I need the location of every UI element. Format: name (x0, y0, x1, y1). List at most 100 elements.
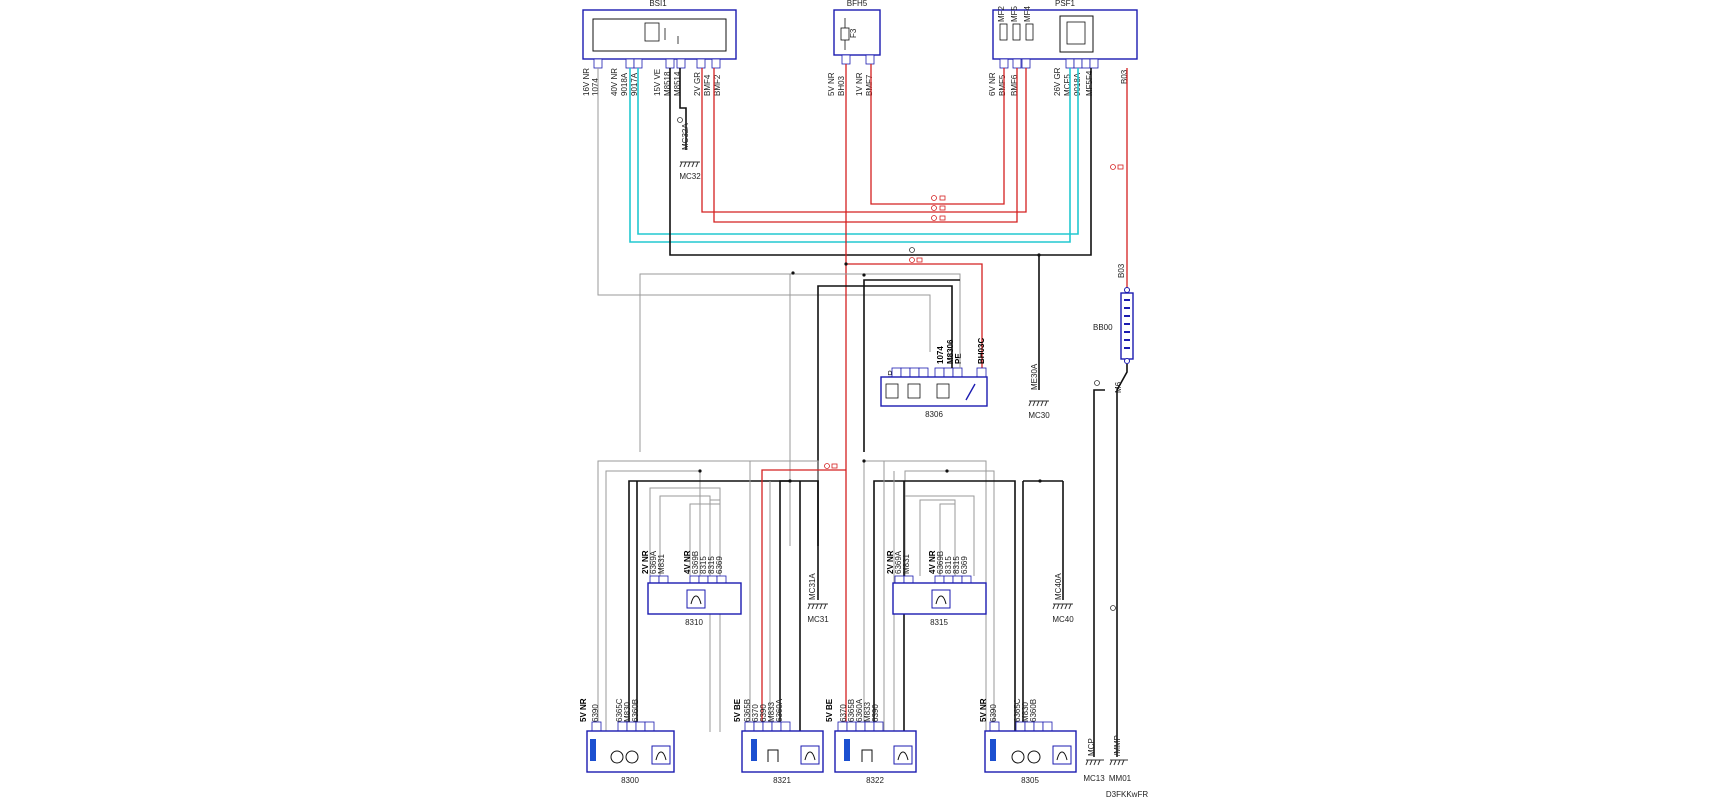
wire-6369b-8315: 6369B (936, 551, 945, 574)
psf1-mf2: MF2 (997, 5, 1006, 22)
wire-6360b-8305: 6360B (1029, 699, 1038, 722)
wire-m8518: M8518 (663, 71, 672, 96)
wiring-8306 (639, 273, 961, 546)
wire-1074-top: 1074 (591, 78, 600, 96)
wire-6365c-8300: 6365C (615, 698, 624, 722)
wire-bmf6: BMF6 (1010, 74, 1019, 96)
ground-mc32a-label: MC32A (681, 123, 690, 150)
wire-bmf2: BMF2 (713, 74, 722, 96)
conn-8310-2v: 2V NR (641, 550, 650, 574)
ground-mcp-label: MCP (1087, 738, 1096, 756)
wire-6360a-8322: 6360A (855, 698, 864, 722)
ground-mc32-label: MC32 (679, 172, 701, 181)
wire-markers (677, 117, 1124, 611)
module-8300-label: 8300 (621, 776, 639, 785)
wire-bh03: BH03 (837, 75, 846, 96)
wire-bmf5: BMF5 (998, 74, 1007, 96)
conn-8305-5v: 5V NR (979, 698, 988, 722)
wire-8315b-8315: 8315 (952, 556, 961, 574)
module-8315: 2V NR 6369A M831 4V NR 6369B 8315 8315 6… (886, 550, 987, 627)
wire-6370-8322: 6370 (839, 704, 848, 722)
conn-8322-5v: 5V BE (825, 698, 834, 722)
ground-me30a-label: ME30A (1030, 363, 1039, 390)
wire-8315-8315: 8315 (944, 556, 953, 574)
wire-b03-bb00: B03 (1117, 263, 1126, 278)
conn-8315-4v: 4V NR (928, 550, 937, 574)
psf1-mf5: MF5 (1010, 5, 1019, 22)
conn-bsi1-15v: 15V VE (653, 69, 662, 96)
module-bsi1: BSI1 (582, 0, 737, 69)
ground-mc40a-label: MC40A (1054, 573, 1063, 600)
wire-m833-8322: M833 (863, 701, 872, 722)
module-8306-label: 8306 (925, 410, 943, 419)
wire-6390-8305: 6390 (989, 704, 998, 722)
psf1-mf4: MF4 (1023, 5, 1032, 22)
module-8310: 2V NR 6369A M831 4V NR 6369B 8315 8315 6… (641, 550, 742, 627)
module-8305-label: 8305 (1021, 776, 1039, 785)
ground-mc31a-label: MC31A (808, 573, 817, 600)
wire-6360a-8321: 6360A (775, 698, 784, 722)
module-bsi1-label: BSI1 (649, 0, 667, 8)
wire-m831-8315: M831 (902, 553, 911, 574)
top-wire-labels: 16V NR 1074 40V NR 9018A 9017A 15V VE M8… (582, 67, 1129, 96)
wire-6370-8321: 6370 (751, 704, 760, 722)
wire-6369-8315: 6369 (960, 556, 969, 574)
wire-m8306: M8306 (946, 339, 955, 364)
ground-mc40: MC40A MC40 (1052, 573, 1074, 624)
wire-mf5f4: MF5F4 (1085, 70, 1094, 96)
ground-mmp-label: /MMP (1113, 735, 1122, 756)
wire-m830-8300: M830 (623, 701, 632, 722)
wire-1074-8306: 1074 (936, 346, 945, 364)
conn-bsi1-2v: 2V GR (693, 72, 702, 96)
wire-m830-8305: M830 (1021, 701, 1030, 722)
lower-wiring-left (597, 460, 846, 732)
bsi1-pins (593, 58, 721, 69)
module-psf1-label: PSF1 (1055, 0, 1076, 8)
module-bb00: B03 BB00 M6 (1093, 263, 1134, 757)
wire-bh03c: BH03C (977, 338, 986, 364)
wire-m831-8310: M831 (657, 553, 666, 574)
module-8321-label: 8321 (773, 776, 791, 785)
module-8310-label: 8310 (685, 618, 703, 627)
wire-b03-top: B03 (1120, 69, 1129, 84)
module-psf1: PSF1 MF2 MF5 MF4 (992, 0, 1138, 69)
conn-bfh5-5v: 5V NR (827, 72, 836, 96)
wire-6369-8310: 6369 (715, 556, 724, 574)
conn-psf1-6v: 6V NR (988, 72, 997, 96)
ground-mc32: MC32A MC32 (679, 123, 701, 181)
wire-mcf5: MCF5 (1063, 74, 1072, 96)
junction-dots (698, 253, 1042, 483)
ground-mc13-mm01: MCP /MMP MC13 MM01 (1083, 735, 1131, 783)
wire-6365b-8321: 6365B (743, 699, 752, 722)
wire-9017a: 9017A (630, 72, 639, 96)
diagram-reference: D3FKKwFR (1106, 790, 1148, 799)
wire-6369a-8315: 6369A (894, 550, 903, 574)
module-8321: 5V BE 6365B 6370 6390 M833 6360A 8321 (733, 698, 824, 785)
conn-bsi1-16v: 16V NR (582, 68, 591, 96)
conn-psf1-26v: 26V GR (1053, 67, 1062, 96)
conn-bsi1-40v: 40V NR (610, 68, 619, 96)
psf1-pins (999, 58, 1099, 69)
wire-pe: PE (954, 353, 963, 364)
wire-6365c-8305: 6365C (1013, 698, 1022, 722)
wire-m833-8321: M833 (767, 701, 776, 722)
ground-mc30: ME30A MC30 (1028, 363, 1050, 420)
module-8305: 5V NR 6390 6365C M830 6360B 8305 (979, 698, 1077, 785)
module-bfh5-label: BFH5 (847, 0, 868, 8)
module-8322-label: 8322 (866, 776, 884, 785)
ground-mm01-label: MM01 (1109, 774, 1132, 783)
module-8300: 5V NR 6390 6365C M830 6360B 8300 (579, 698, 675, 785)
wire-bmf4: BMF4 (703, 74, 712, 96)
module-8315-label: 8315 (930, 618, 948, 627)
wire-6369b-8310: 6369B (691, 551, 700, 574)
ground-mc30-label: MC30 (1028, 411, 1050, 420)
conn-8310-4v: 4V NR (683, 550, 692, 574)
module-8322: 5V BE 6370 6365B 6360A M833 6390 8322 (825, 698, 917, 785)
conn-8315-2v: 2V NR (886, 550, 895, 574)
ground-mc31: MC31A MC31 (807, 573, 829, 624)
wire-9018a: 9018A (620, 72, 629, 96)
ground-mc31-label: MC31 (807, 615, 829, 624)
wire-6390-8321: 6390 (759, 704, 768, 722)
wire-8315-8310: 8315 (699, 556, 708, 574)
